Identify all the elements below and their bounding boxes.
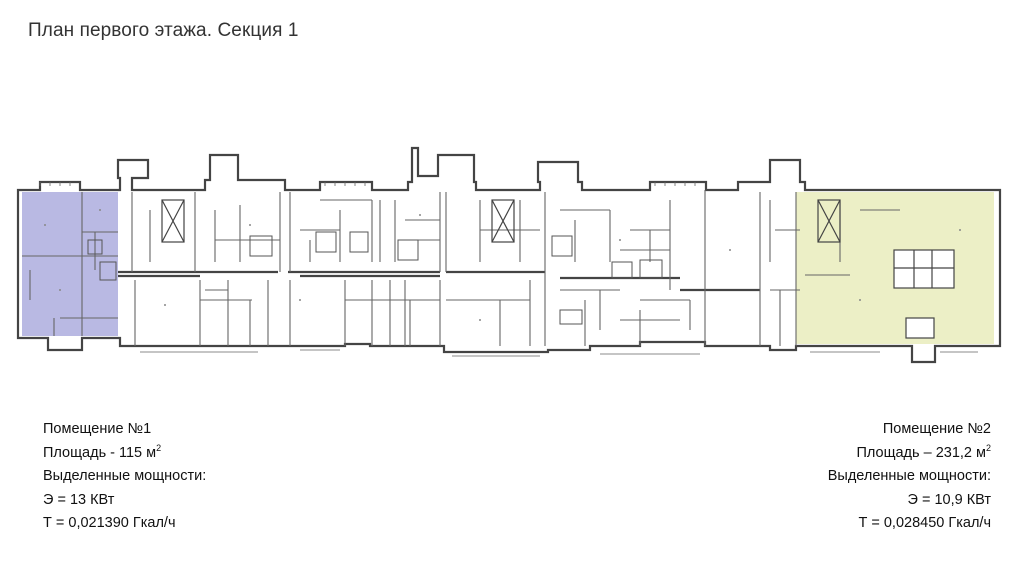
dimension-dots — [44, 209, 961, 321]
stair-shafts — [161, 199, 841, 243]
window-marks — [39, 182, 978, 357]
unit-2-area: Площадь – 231,2 м2 — [856, 442, 991, 461]
unit-1-area: Площадь - 115 м2 — [43, 442, 162, 461]
unit-1-thermal: Т = 0,021390 Гкал/ч — [43, 515, 176, 531]
unit-1-power-heading: Выделенные мощности: — [43, 468, 207, 484]
unit-1-name: Помещение №1 — [43, 421, 152, 437]
unit-1-electric: Э = 13 КВт — [43, 491, 115, 508]
plan-title: План первого этажа. Секция 1 — [28, 20, 299, 41]
unit-2-core — [893, 249, 955, 339]
unit-2-info: Помещение №2 Площадь – 231,2 м2 Выделенн… — [828, 418, 991, 536]
unit-1-info: Помещение №1 Площадь - 115 м2 Выделенные… — [43, 418, 206, 536]
interior-walls — [22, 190, 900, 346]
unit-2-name: Помещение №2 — [882, 421, 991, 437]
floor-plan — [16, 146, 1002, 364]
small-rooms — [87, 231, 663, 325]
unit-2-power-heading: Выделенные мощности: — [827, 468, 991, 484]
unit-1-highlight[interactable] — [22, 192, 118, 336]
unit-2-thermal: Т = 0,028450 Гкал/ч — [858, 515, 991, 531]
unit-2-electric: Э = 10,9 КВт — [907, 491, 991, 508]
